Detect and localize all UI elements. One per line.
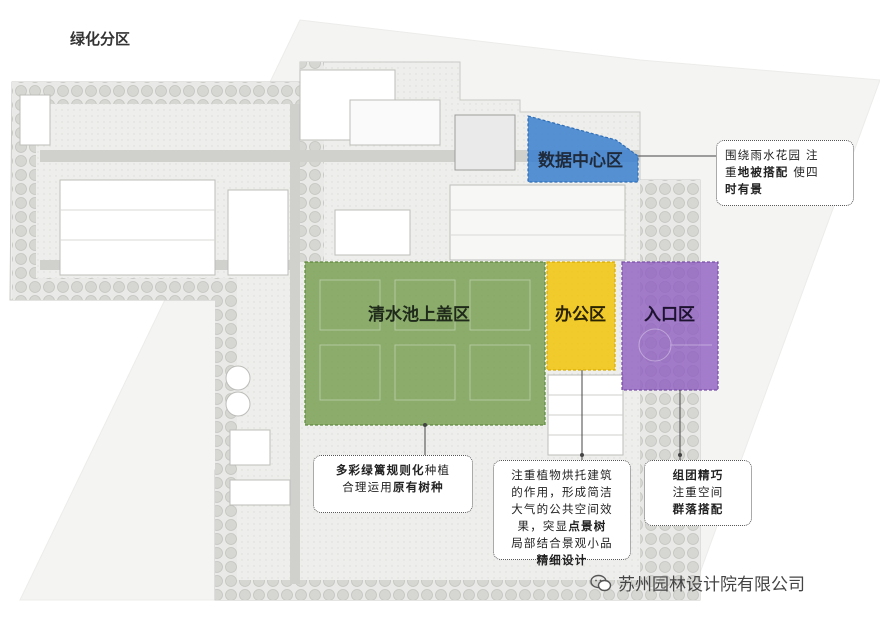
callout-line: 的作用，形成简洁 bbox=[511, 485, 613, 499]
diagram-title: 绿化分区 bbox=[70, 30, 131, 48]
callout-line: 组团精巧 bbox=[672, 468, 724, 482]
callout-line: 局部结合景观小品 bbox=[511, 536, 613, 550]
building-north-3 bbox=[349, 99, 441, 146]
building-center-north bbox=[334, 209, 411, 256]
callout-pool-cover: 多彩绿篱规则化种植 合理运用原有树种 bbox=[313, 455, 473, 513]
callout-line: 果，突显点景树 bbox=[517, 519, 607, 533]
wechat-icon bbox=[590, 574, 612, 591]
zone-data-center bbox=[527, 115, 639, 183]
callout-line: 合理运用原有树种 bbox=[342, 480, 444, 494]
tree-belt-south bbox=[215, 580, 700, 600]
callout-line: 群落搭配 bbox=[672, 502, 724, 516]
building-south-1 bbox=[229, 429, 271, 466]
zone-entrance bbox=[621, 261, 719, 391]
callout-line: 注重植物烘托建筑 bbox=[511, 468, 613, 482]
callout-line: 时有景 bbox=[725, 182, 764, 196]
callout-line: 围绕雨水花园 注 bbox=[725, 148, 819, 162]
callout-data-center: 围绕雨水花园 注 重地被搭配 使四 时有景 bbox=[716, 140, 854, 206]
building-north-4 bbox=[454, 114, 516, 171]
callout-line: 大气的公共空间效 bbox=[511, 502, 613, 516]
zone-label-entrance: 入口区 bbox=[644, 305, 695, 325]
building-east-large bbox=[449, 184, 626, 261]
tree-belt-south-west bbox=[12, 278, 237, 300]
tree-belt-north bbox=[12, 82, 302, 104]
building-north-1 bbox=[19, 94, 51, 146]
tank-2 bbox=[225, 391, 251, 417]
callout-line: 重地被搭配 使四 bbox=[725, 165, 819, 179]
callout-line: 精细设计 bbox=[536, 553, 588, 567]
road-vertical bbox=[290, 104, 300, 584]
callout-line: 注重空间 bbox=[672, 485, 724, 499]
watermark-text: 苏州园林设计院有限公司 bbox=[618, 575, 805, 595]
zone-label-pool-cover: 清水池上盖区 bbox=[368, 304, 470, 325]
zone-label-office: 办公区 bbox=[555, 304, 606, 325]
building-large-west bbox=[59, 179, 216, 276]
callout-office: 注重植物烘托建筑 的作用，形成简洁 大气的公共空间效 果，突显点景树 局部结合景… bbox=[493, 460, 631, 567]
pool-zone-texture bbox=[319, 279, 531, 401]
tank-1 bbox=[225, 365, 251, 391]
building-west-tall bbox=[227, 189, 289, 276]
zone-office bbox=[546, 261, 616, 371]
entrance-zone-texture bbox=[638, 328, 712, 362]
zone-pool-cover bbox=[304, 261, 546, 426]
watermark: 苏州园林设计院有限公司 bbox=[590, 570, 805, 595]
zone-label-data-center: 数据中心区 bbox=[538, 150, 623, 171]
building-south-2 bbox=[229, 479, 291, 506]
callout-line: 多彩绿篱规则化种植 bbox=[335, 463, 451, 477]
callout-entrance: 组团精巧 注重空间 群落搭配 bbox=[644, 460, 752, 526]
